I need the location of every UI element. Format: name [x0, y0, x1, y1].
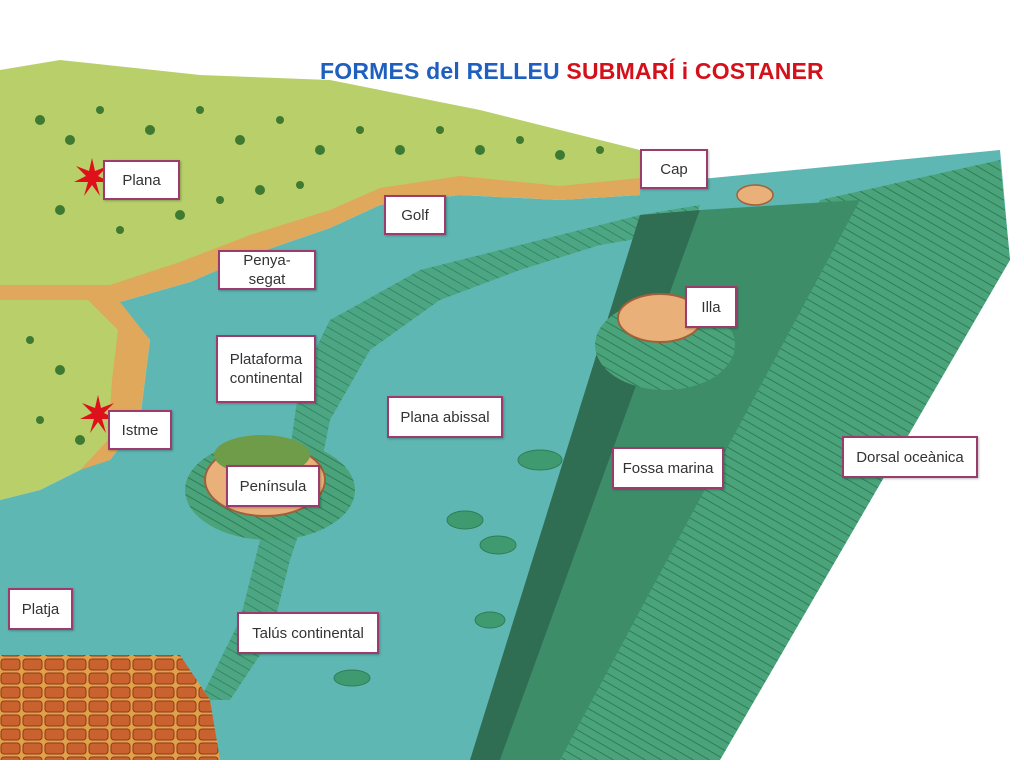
star-marker-istme — [80, 395, 116, 433]
label-istme: Istme — [108, 410, 172, 450]
label-peninsula: Península — [226, 465, 320, 507]
label-fossa-marina: Fossa marina — [612, 447, 724, 489]
label-penya-segat: Penya-segat — [218, 250, 316, 290]
label-cap: Cap — [640, 149, 708, 189]
lower-coast — [80, 300, 150, 480]
label-platja: Platja — [8, 588, 73, 630]
land-area — [0, 60, 640, 290]
label-golf: Golf — [384, 195, 446, 235]
seamounts — [333, 449, 563, 687]
label-talus-continental: Talús continental — [237, 612, 379, 654]
label-plana: Plana — [103, 160, 180, 200]
cap-hill — [736, 184, 774, 206]
lower-land — [0, 300, 120, 500]
title-part-blue: FORMES del RELLEU — [320, 58, 567, 84]
trees — [26, 106, 604, 445]
rock-layer — [0, 655, 220, 760]
ocean-ridge — [560, 160, 1010, 760]
label-plana-abissal: Plana abissal — [387, 396, 503, 438]
page-title: FORMES del RELLEU SUBMARÍ i COSTANER — [320, 58, 824, 85]
label-dorsal-oceanica: Dorsal oceànica — [842, 436, 978, 478]
coast-sand — [0, 176, 640, 302]
label-illa: Illa — [685, 286, 737, 328]
star-marker-plana — [74, 158, 110, 196]
title-part-red: SUBMARÍ i COSTANER — [566, 58, 824, 84]
label-plataforma-continental: Plataforma continental — [216, 335, 316, 403]
